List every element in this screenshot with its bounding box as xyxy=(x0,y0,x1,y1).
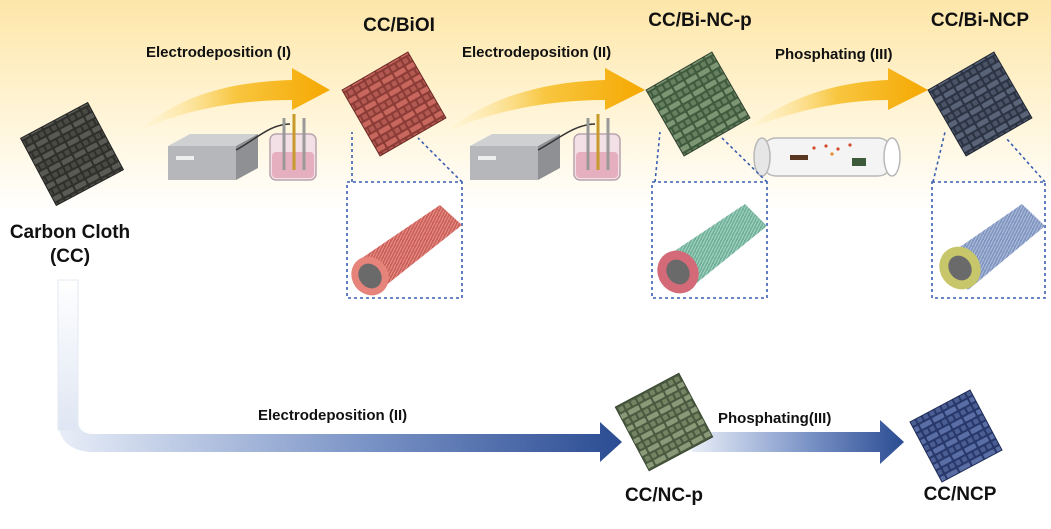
arrow-bottom-vertical xyxy=(57,279,79,431)
label-phosphating-3-top: Phosphating (III) xyxy=(775,46,893,63)
zoom-box-cc-bi-nc-p xyxy=(651,131,768,299)
cloth-carbon-cloth xyxy=(19,101,125,207)
label-electrodeposition-1: Electrodeposition (I) xyxy=(146,44,292,61)
label-cc-bi-ncp: CC/Bi-NCP xyxy=(930,10,1030,31)
cloth-cc-nc-p xyxy=(614,372,714,472)
tube-furnace xyxy=(753,137,901,177)
cloth-cc-bi-ncp xyxy=(927,51,1033,157)
electrodeposition-setup-2 xyxy=(470,114,621,181)
label-phosphating-3-bottom: Phosphating(III) xyxy=(718,410,832,427)
zoom-box-cc-bi-ncp xyxy=(931,131,1046,299)
label-electrodeposition-2-top: Electrodeposition (II) xyxy=(462,44,612,61)
electrodeposition-setup-1 xyxy=(168,114,317,181)
label-electrodeposition-2-bottom: Electrodeposition (II) xyxy=(258,407,408,424)
label-carbon-cloth: Carbon Cloth xyxy=(9,222,131,243)
arrow-phosphating-3 xyxy=(745,68,928,130)
arrow-electrodeposition-2 xyxy=(445,68,645,132)
cloth-cc-bioi xyxy=(341,51,447,157)
arrow-bottom-path xyxy=(58,280,622,462)
cloth-cc-ncp xyxy=(909,389,1003,483)
arrow-electrodeposition-1 xyxy=(140,68,330,130)
arrow-bottom-phosphating xyxy=(692,420,904,464)
label-cc-nc-p: CC/NC-p xyxy=(624,485,704,506)
label-cc-ncp: CC/NCP xyxy=(923,484,997,505)
label-cc-bioi: CC/BiOI xyxy=(363,15,435,36)
label-carbon-cloth-abbr: (CC) xyxy=(49,246,91,267)
cloth-cc-bi-nc-p xyxy=(645,51,751,157)
zoom-box-cc-bioi xyxy=(346,132,463,299)
label-cc-bi-nc-p: CC/Bi-NC-p xyxy=(648,10,752,31)
